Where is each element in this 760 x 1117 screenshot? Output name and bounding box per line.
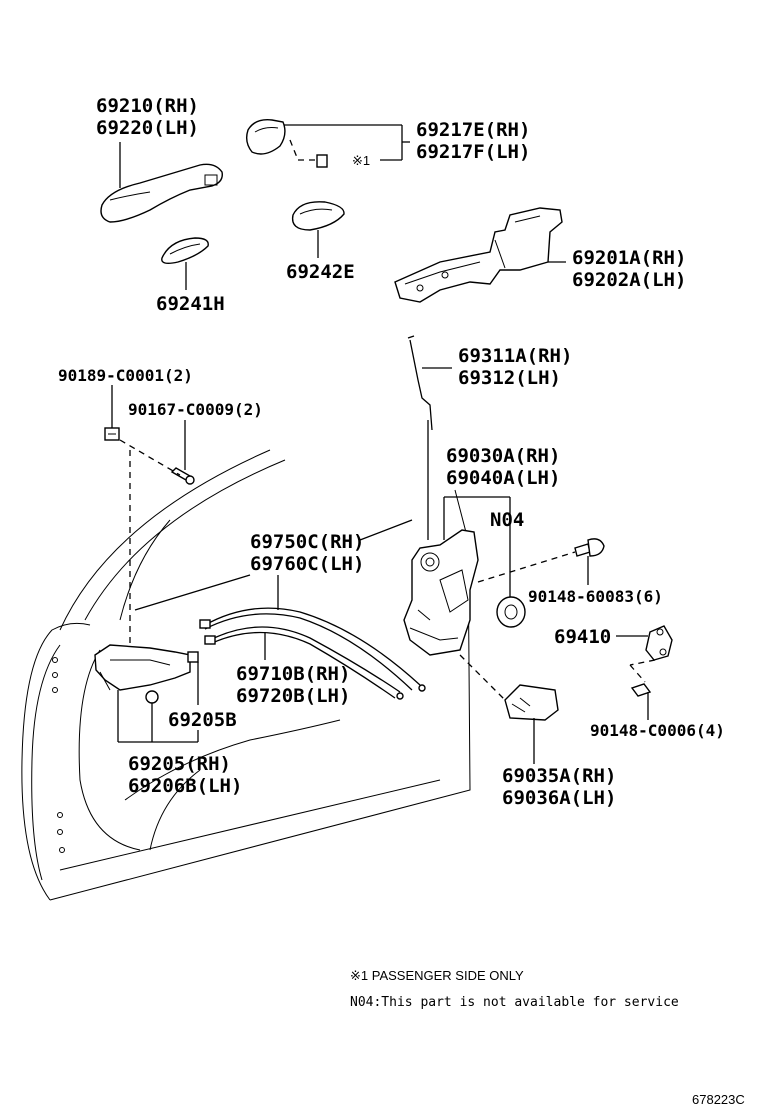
label-rod-lh: 69312(LH) bbox=[458, 367, 561, 389]
note-passenger-side: ※1 PASSENGER SIDE ONLY bbox=[350, 968, 524, 983]
screw-90167-part bbox=[170, 467, 195, 485]
label-lock-note: N04 bbox=[490, 509, 524, 531]
label-screw-90167: 90167-C0009(2) bbox=[128, 400, 263, 419]
diagram-code: 678223C bbox=[692, 1092, 745, 1107]
label-cover-mark: ※1 bbox=[352, 153, 370, 168]
label-handle-inner-rh: 69205(RH) bbox=[128, 753, 231, 775]
label-rod-rh: 69311A(RH) bbox=[458, 345, 572, 367]
label-lock-cover-lh: 69036A(LH) bbox=[502, 787, 616, 809]
label-pad-69241h: 69241H bbox=[156, 293, 225, 315]
label-cable-lower-lh: 69720B(LH) bbox=[236, 685, 350, 707]
door-lock-part bbox=[403, 529, 479, 656]
cover-clip-part bbox=[316, 154, 328, 168]
label-screw-90189: 90189-C0001(2) bbox=[58, 366, 193, 385]
label-cable-lower-rh: 69710B(RH) bbox=[236, 663, 350, 685]
label-frame-lh: 69202A(LH) bbox=[572, 269, 686, 291]
screw-90148-60083-part bbox=[574, 538, 605, 557]
pad-69242e-part bbox=[291, 201, 345, 231]
screw-69205b-part bbox=[145, 690, 159, 704]
label-cable-upper-lh: 69760C(LH) bbox=[250, 553, 364, 575]
lock-rod-part bbox=[407, 335, 433, 431]
label-handle-inner-lh: 69206B(LH) bbox=[128, 775, 242, 797]
label-cable-upper-rh: 69750C(RH) bbox=[250, 531, 364, 553]
label-screw-90148-6: 90148-60083(6) bbox=[528, 587, 663, 606]
label-lock-cover-rh: 69035A(RH) bbox=[502, 765, 616, 787]
lock-cover-part bbox=[504, 684, 559, 721]
outer-handle-part bbox=[100, 163, 223, 223]
label-lock-lh: 69040A(LH) bbox=[446, 467, 560, 489]
label-frame-rh: 69201A(RH) bbox=[572, 247, 686, 269]
inner-handle-part bbox=[94, 644, 199, 691]
cable-69710b-part bbox=[204, 626, 404, 700]
screw-90148-c0006-part bbox=[630, 683, 652, 697]
label-screw-90148-4: 90148-C0006(4) bbox=[590, 721, 725, 740]
note-n04: N04:This part is not available for servi… bbox=[350, 995, 679, 1010]
pad-69241h-part bbox=[161, 237, 209, 265]
label-lock-rh: 69030A(RH) bbox=[446, 445, 560, 467]
seal-ring-part bbox=[496, 596, 526, 628]
handle-cover-part bbox=[245, 119, 286, 155]
label-striker: 69410 bbox=[554, 626, 611, 648]
label-handle-outer-lh: 69220(LH) bbox=[96, 117, 199, 139]
label-pad-69242e: 69242E bbox=[286, 261, 355, 283]
label-handle-inner-b: 69205B bbox=[168, 709, 237, 731]
label-cover-rh: 69217E(RH) bbox=[416, 119, 530, 141]
striker-part bbox=[645, 625, 673, 661]
label-handle-outer-rh: 69210(RH) bbox=[96, 95, 199, 117]
cable-69750c-part bbox=[199, 607, 426, 692]
label-cover-lh: 69217F(LH) bbox=[416, 141, 530, 163]
screw-90189-part bbox=[104, 427, 120, 441]
handle-frame-part bbox=[394, 207, 563, 303]
door-panel-drawing bbox=[21, 449, 471, 901]
